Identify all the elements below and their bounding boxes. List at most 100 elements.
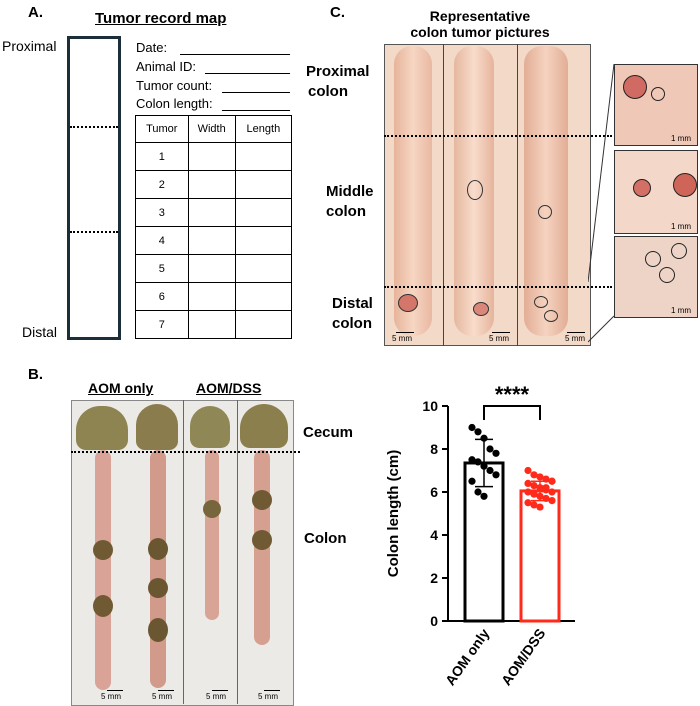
y-axis-label: Colon length (cm) [385,450,402,578]
tumor-marker [671,243,687,259]
distal-colon-label: Distal colon [332,295,373,332]
table-header: Width [187,115,236,143]
cell [187,198,236,227]
date-field-line [180,54,290,55]
data-point [474,488,482,496]
scale-label: 5 mm [152,692,172,701]
inset-scale-label: 1 mm [671,222,691,231]
fecal-pellet [93,595,113,617]
data-point [468,477,476,485]
colon-specimen [95,450,111,690]
data-point [524,466,532,475]
data-point [548,497,556,505]
tumor-marker [623,75,647,99]
data-point [524,488,532,496]
fecal-pellet [148,618,168,642]
cell [187,282,236,311]
data-point [480,434,488,442]
y-tick-label: 4 [430,527,438,543]
scale-label: 5 mm [258,692,278,701]
cell [234,170,293,199]
data-point [492,471,500,479]
data-point [524,479,532,487]
colon-label: Colon [304,530,347,547]
date-field-label: Date: [136,40,168,55]
scale-bar [212,690,228,691]
data-point [486,466,494,475]
panel-a-label: A. [28,4,43,21]
scale-bar [158,690,174,691]
table-row: 5 [135,254,293,283]
tumor-marker [538,205,552,219]
photo-separator [183,400,184,704]
cecum-specimen [240,404,288,448]
y-tick-label: 10 [422,398,438,414]
cecum-colon-divider [71,451,300,453]
data-point [492,449,500,457]
tumor-marker [473,302,489,316]
cecum-label: Cecum [303,424,354,441]
scale-bar [107,690,123,691]
scale-label: 5 mm [489,334,509,343]
panel-c-label: C. [330,4,345,21]
animal-id-field-label: Animal ID: [136,59,196,74]
scale-label: 5 mm [101,692,121,701]
scale-bar [492,332,510,333]
fecal-pellet [93,540,113,560]
y-tick-label: 6 [430,484,438,500]
data-point [480,462,488,470]
fecal-pellet [203,500,221,518]
tumor-marker [544,310,558,322]
colon-length-field-label: Colon length: [136,96,213,111]
data-point [542,475,550,483]
data-point [468,456,476,464]
scale-bar [567,332,585,333]
data-point [536,484,544,492]
scale-label: 5 mm [206,692,226,701]
row-number: 6 [135,282,189,311]
scale-bar [264,690,280,691]
data-point [548,477,556,485]
tumor-marker [673,173,697,197]
table-row: 7 [135,310,293,339]
tumor-marker [534,296,548,308]
proximal-colon-label: Proximal colon [306,63,370,100]
panel-b-label: B. [28,366,43,383]
photo-separator [517,44,518,346]
tumor-marker [398,294,418,312]
cell [234,142,293,171]
table-row: 3 [135,198,293,227]
bar [519,489,561,623]
table-header: Length [234,115,293,143]
table-row: 1 [135,142,293,171]
tumor-marker [467,180,483,200]
cell [234,254,293,283]
map-divider [70,231,118,233]
row-number: 1 [135,142,189,171]
tumor-record-table: Tumor Width Length 1 2 3 4 5 6 7 [135,115,293,339]
data-point [530,490,538,498]
panel-c-title-line2: colon tumor pictures [410,24,550,40]
distal-label: Distal [22,324,58,340]
colon-specimen [394,46,432,336]
group2-label: AOM/DSS [196,380,262,396]
data-point [474,428,482,436]
data-point [548,488,556,496]
cecum-specimen [190,406,230,448]
cell [234,226,293,255]
row-number: 2 [135,170,189,199]
animal-id-field-line [205,73,290,74]
tumor-count-field-label: Tumor count: [136,78,213,93]
x-tick-label: AOM/DSS [498,626,549,689]
fecal-pellet [252,490,272,510]
table-row: 2 [135,170,293,199]
cell [187,310,236,339]
significance-bracket [483,405,541,420]
row-number: 7 [135,310,189,339]
data-point [530,471,538,479]
table-row: 6 [135,282,293,311]
inset-scale-label: 1 mm [671,306,691,315]
colon-length-field-line [222,110,290,111]
tumor-count-field-line [222,92,290,93]
